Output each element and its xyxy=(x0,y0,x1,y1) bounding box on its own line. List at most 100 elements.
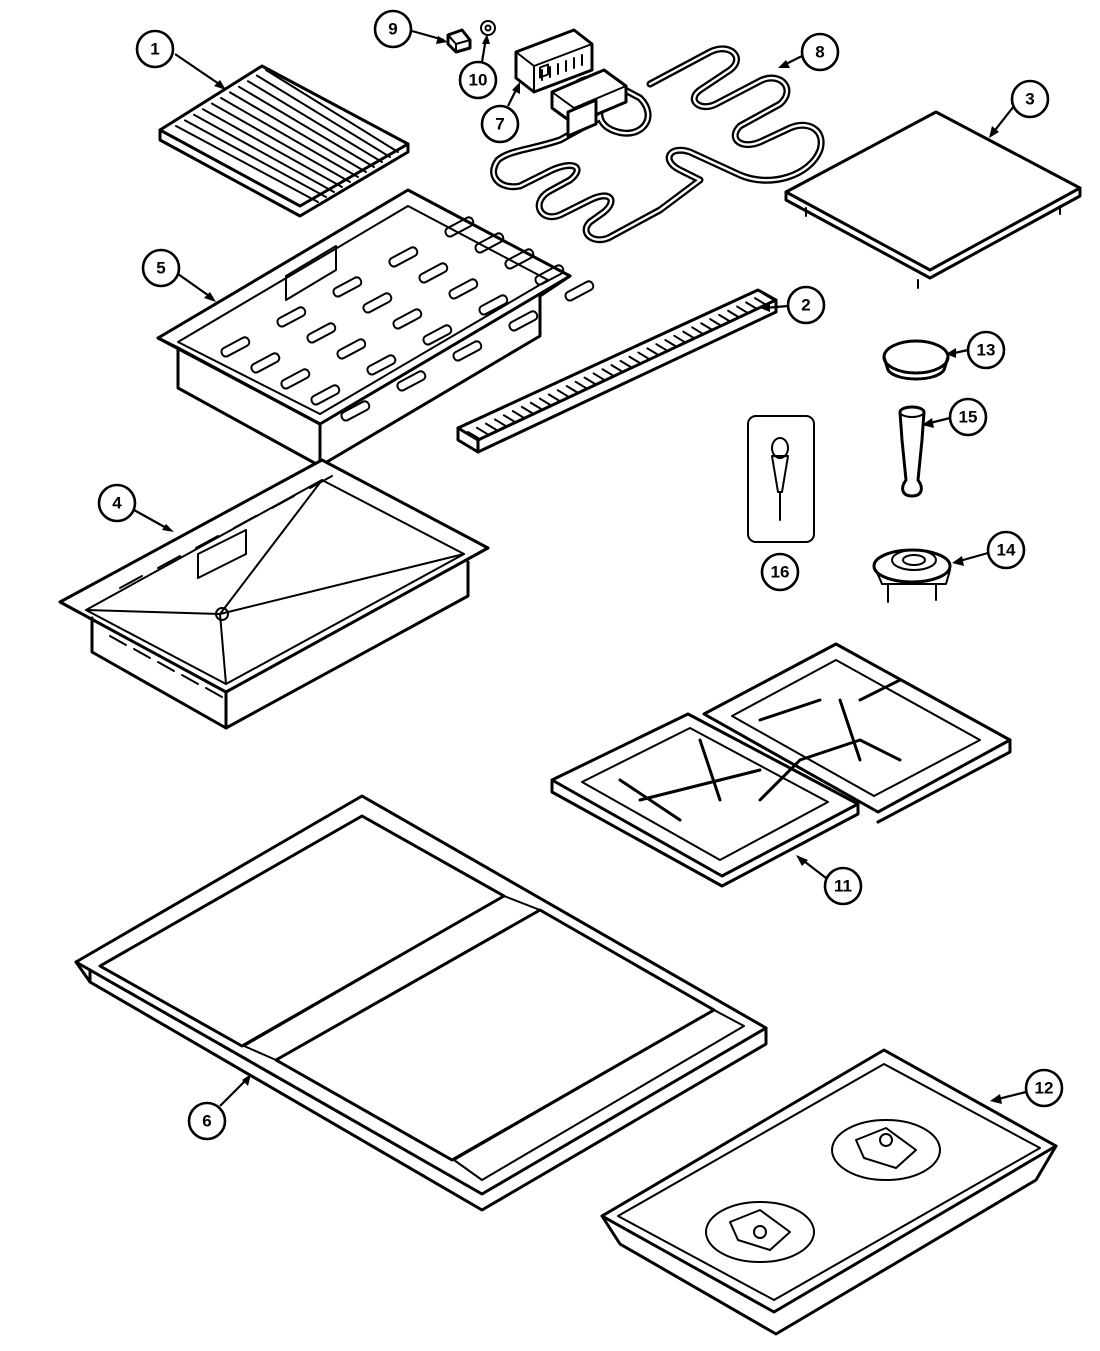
svg-text:6: 6 xyxy=(202,1112,211,1131)
burner-cap xyxy=(882,339,950,381)
pan-slot xyxy=(340,400,371,422)
pan-slot xyxy=(362,292,393,314)
pan-slot xyxy=(310,384,341,406)
pan-slot xyxy=(388,246,419,268)
svg-text:12: 12 xyxy=(1035,1079,1054,1098)
rock-grate-rib xyxy=(664,339,677,347)
svg-text:15: 15 xyxy=(959,408,978,427)
grate-bar xyxy=(229,91,367,173)
svg-text:10: 10 xyxy=(469,71,488,90)
rock-grate-rib xyxy=(529,401,542,410)
pan-slot xyxy=(474,232,505,254)
pan-slot xyxy=(448,278,479,300)
pan-slot xyxy=(418,262,449,284)
pan-slot xyxy=(396,370,427,392)
pan-slot xyxy=(366,354,397,376)
svg-text:2: 2 xyxy=(801,296,810,315)
rock-grate-rib xyxy=(493,418,506,427)
pan-slot xyxy=(452,340,483,362)
grate-bar xyxy=(175,125,319,203)
rock-grate-rib xyxy=(619,359,632,368)
svg-text:13: 13 xyxy=(977,341,996,360)
rock-grate-rib xyxy=(574,380,587,389)
heating-element xyxy=(490,45,825,244)
grate-bar xyxy=(220,97,359,178)
pan-slot xyxy=(422,324,453,346)
burner-head xyxy=(872,548,952,603)
rock-grate-rib xyxy=(475,426,488,435)
rim-slot xyxy=(205,687,223,698)
rock-grate-rib xyxy=(727,309,740,318)
igniter-probe xyxy=(747,415,815,543)
grate-bar xyxy=(238,85,375,168)
rim-slot xyxy=(119,575,143,589)
pan-slot xyxy=(504,248,535,270)
callout-3: 3 xyxy=(989,79,1050,138)
callout-6: 6 xyxy=(187,1074,251,1141)
callout-8: 8 xyxy=(778,32,840,72)
rock-grate-rib xyxy=(467,431,479,439)
grill-grate xyxy=(158,64,410,218)
rock-grate-rib xyxy=(484,422,497,431)
rock-grate-rib xyxy=(718,313,731,322)
rock-grate-rib xyxy=(538,397,551,406)
pan-slot xyxy=(508,310,539,332)
rock-grate-rib xyxy=(565,385,578,393)
rock-grate-rib xyxy=(763,293,775,301)
callout-4: 4 xyxy=(97,483,174,532)
callout-2: 2 xyxy=(760,285,826,325)
rock-grate-rib xyxy=(673,334,686,343)
rock-grate-rib xyxy=(601,368,614,377)
burner-grate-assembly xyxy=(550,642,1012,888)
svg-text:7: 7 xyxy=(495,115,504,134)
terminal-block xyxy=(514,28,594,94)
cooktop-frame xyxy=(74,794,768,1212)
pan-slot xyxy=(478,294,509,316)
rock-grate-rib xyxy=(511,410,524,419)
rock-grate-rib xyxy=(754,297,767,306)
rock-grate-rib xyxy=(520,405,533,414)
rock-grate-rib xyxy=(637,351,650,360)
rock-grate-rib xyxy=(736,305,749,314)
grate-bar xyxy=(265,69,399,153)
pan-slot xyxy=(280,368,311,390)
rock-grate-rib xyxy=(709,318,722,327)
callout-7: 7 xyxy=(480,82,520,144)
pan-slot xyxy=(276,306,307,328)
pan-slot xyxy=(564,280,595,302)
rock-grate-rib xyxy=(655,343,668,352)
griddle-cover-plate xyxy=(784,110,1082,289)
callout-13: 13 xyxy=(946,330,1006,370)
pan-slot xyxy=(336,338,367,360)
element-clip xyxy=(446,28,472,54)
pan-slot xyxy=(332,276,363,298)
grate-bar xyxy=(211,102,351,183)
grate-bar xyxy=(202,108,343,188)
grate-bar xyxy=(247,80,383,163)
pan-slot xyxy=(392,308,423,330)
rim-slot xyxy=(181,674,199,685)
callout-14: 14 xyxy=(952,530,1026,570)
callout-12: 12 xyxy=(990,1068,1064,1108)
svg-text:3: 3 xyxy=(1025,90,1034,109)
callout-11: 11 xyxy=(796,855,863,906)
rim-slot xyxy=(271,495,295,509)
svg-text:5: 5 xyxy=(156,259,165,278)
grill-pan xyxy=(156,188,595,468)
rock-grate-rib xyxy=(691,326,704,335)
rim-slot xyxy=(195,535,219,549)
drip-pan xyxy=(58,458,490,730)
callout-5: 5 xyxy=(141,248,216,302)
svg-text:4: 4 xyxy=(112,494,122,513)
svg-text:11: 11 xyxy=(834,877,852,896)
rock-grate-rib xyxy=(700,322,713,331)
svg-text:1: 1 xyxy=(150,40,159,59)
svg-text:9: 9 xyxy=(388,20,397,39)
rock-grate-rib xyxy=(610,364,623,373)
rock-grate-rib xyxy=(592,372,605,381)
svg-text:14: 14 xyxy=(997,541,1016,560)
rim-slot xyxy=(109,635,127,646)
grate-bar xyxy=(256,74,391,158)
